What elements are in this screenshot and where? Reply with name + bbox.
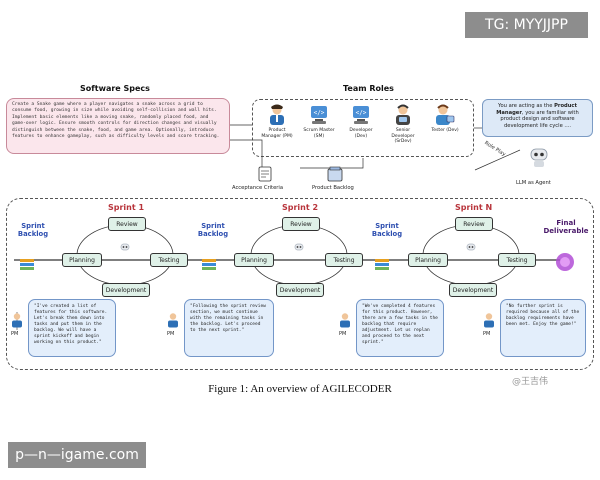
role-product-manager: Product Manager (PM)	[259, 104, 295, 139]
svg-text:</>: </>	[356, 110, 367, 117]
top-connectors	[230, 124, 521, 171]
software-specs-title: Software Specs	[80, 84, 150, 93]
backlog-stack-icon	[375, 259, 389, 270]
pm-speech-bubble-4: "No further sprint is required because a…	[500, 299, 586, 357]
phase-testing-2: Testing	[325, 253, 363, 267]
pm-avatar-icon	[338, 312, 352, 333]
role-senior-developer: Senior Developer (SrDev)	[385, 104, 421, 145]
sprint-backlog-label-1: Sprint Backlog	[17, 222, 49, 238]
pm-label: PM	[483, 331, 491, 337]
sprint-title-n: Sprint N	[455, 203, 493, 212]
role-scrum-master: </> Scrum Master (SM)	[301, 104, 337, 139]
phase-planning-2: Planning	[234, 253, 274, 267]
developer-icon: </>	[351, 104, 371, 126]
watermark-top: TG: MYYJJPP	[465, 12, 588, 38]
sprint-title-2: Sprint 2	[282, 203, 319, 212]
llm-robot-icon	[527, 146, 551, 173]
agent-robot-icon	[120, 239, 130, 251]
phase-development-n: Development	[449, 283, 497, 297]
role-label: Scrum Master (SM)	[303, 128, 335, 139]
llm-prompt-box: You are acting as the Product Manager, y…	[482, 99, 593, 137]
llm-prompt-prefix: You are acting as the	[498, 103, 555, 109]
role-developer: </> Developer (Dev)	[343, 104, 379, 139]
role-label: Senior Developer (SrDev)	[391, 128, 415, 144]
scrum-master-icon: </>	[309, 104, 329, 126]
software-specs-box: Create a Snake game where a player navig…	[6, 98, 230, 154]
phase-testing-1: Testing	[150, 253, 188, 267]
agent-robot-icon	[466, 239, 476, 251]
llm-prompt-suffix: , you are familiar with product design a…	[500, 109, 579, 129]
team-roles-box: Product Manager (PM) </> Scrum Master (S…	[252, 99, 474, 157]
product-backlog-icon	[327, 166, 343, 187]
llm-prompt-role: Product Manager	[496, 103, 577, 116]
watermark-bottom: p—n—igame.com	[8, 442, 146, 468]
agent-robot-icon	[294, 239, 304, 251]
pm-speech-bubble-3: "We've completed 4 features for this pro…	[356, 299, 444, 357]
backlog-stack-icon	[202, 259, 216, 270]
role-label: Developer (Dev)	[349, 128, 373, 139]
final-deliverable-label: Final Deliverable	[543, 219, 589, 235]
weibo-watermark: @王吉伟	[512, 377, 549, 387]
team-roles-title: Team Roles	[343, 84, 394, 93]
pm-label: PM	[11, 331, 19, 337]
pm-avatar-icon	[166, 312, 180, 333]
product-backlog-label: Product Backlog	[312, 185, 354, 191]
phase-review-2: Review	[282, 217, 320, 231]
pm-speech-bubble-2: "Following the sprint review section, we…	[184, 299, 274, 357]
phase-review-1: Review	[108, 217, 146, 231]
pm-avatar-icon	[482, 312, 496, 333]
sprint-backlog-label-2: Sprint Backlog	[197, 222, 229, 238]
backlog-stack-icon	[20, 259, 34, 270]
phase-planning-n: Planning	[408, 253, 448, 267]
pm-label: PM	[339, 331, 347, 337]
senior-developer-icon	[393, 104, 413, 126]
phase-development-2: Development	[276, 283, 324, 297]
pm-speech-bubble-1: "I've created a list of features for thi…	[28, 299, 116, 357]
sprints-frame	[6, 198, 594, 370]
product-manager-icon	[267, 104, 287, 126]
tester-icon	[435, 104, 455, 126]
llm-agent-label: LLM as Agent	[516, 180, 551, 186]
phase-planning-1: Planning	[62, 253, 102, 267]
pm-avatar-icon	[10, 312, 24, 333]
phase-testing-n: Testing	[498, 253, 536, 267]
acceptance-criteria-label: Acceptance Criteria	[232, 185, 284, 191]
role-label: Product Manager (PM)	[261, 128, 293, 139]
sprint-backlog-label-3: Sprint Backlog	[371, 222, 403, 238]
figure-caption: Figure 1: An overview of AGILECODER	[208, 383, 392, 395]
svg-text:</>: </>	[314, 110, 325, 117]
phase-development-1: Development	[102, 283, 150, 297]
pm-label: PM	[167, 331, 175, 337]
acceptance-criteria-icon	[258, 166, 272, 187]
role-label: Tester (Dev)	[431, 128, 459, 133]
role-tester: Tester (Dev)	[427, 104, 463, 134]
phase-review-n: Review	[455, 217, 493, 231]
sprint-title-1: Sprint 1	[108, 203, 145, 212]
